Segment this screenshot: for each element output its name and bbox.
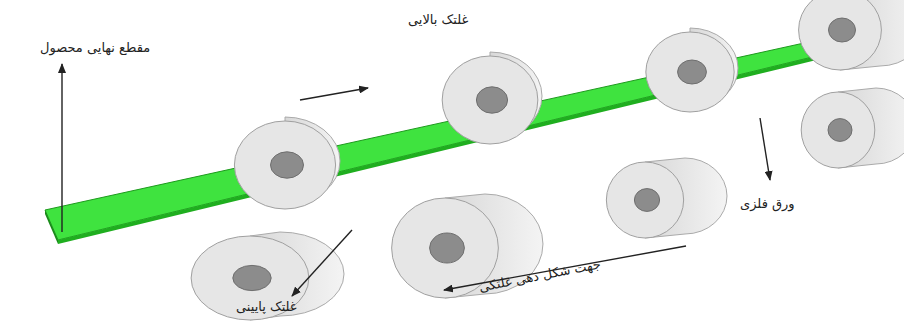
roller-hole — [829, 18, 856, 42]
product-section-label: مقطع نهایی محصول — [40, 40, 150, 56]
upper-roller-label: غلتک بالایی — [408, 12, 468, 28]
roller-face — [646, 32, 734, 112]
roller-face — [606, 162, 683, 238]
metal-sheet — [45, 34, 866, 244]
roller-hole — [271, 152, 304, 178]
roller-face — [234, 121, 335, 209]
roller-face — [799, 0, 882, 70]
lower-roller-label: غلتک پایینی — [236, 299, 297, 315]
roller-hole — [828, 119, 852, 142]
upper-rollers — [234, 0, 904, 209]
roller-hole — [634, 189, 659, 212]
sheet-label: ورق فلزی — [740, 196, 795, 212]
roller-hole — [430, 233, 465, 263]
roller-hole — [233, 265, 271, 290]
leader-arrows — [62, 64, 770, 296]
roller-hole — [678, 60, 707, 84]
roller-face — [801, 92, 875, 168]
roller-face — [442, 56, 538, 144]
roller-face — [191, 236, 309, 320]
roller-hole — [476, 87, 507, 113]
